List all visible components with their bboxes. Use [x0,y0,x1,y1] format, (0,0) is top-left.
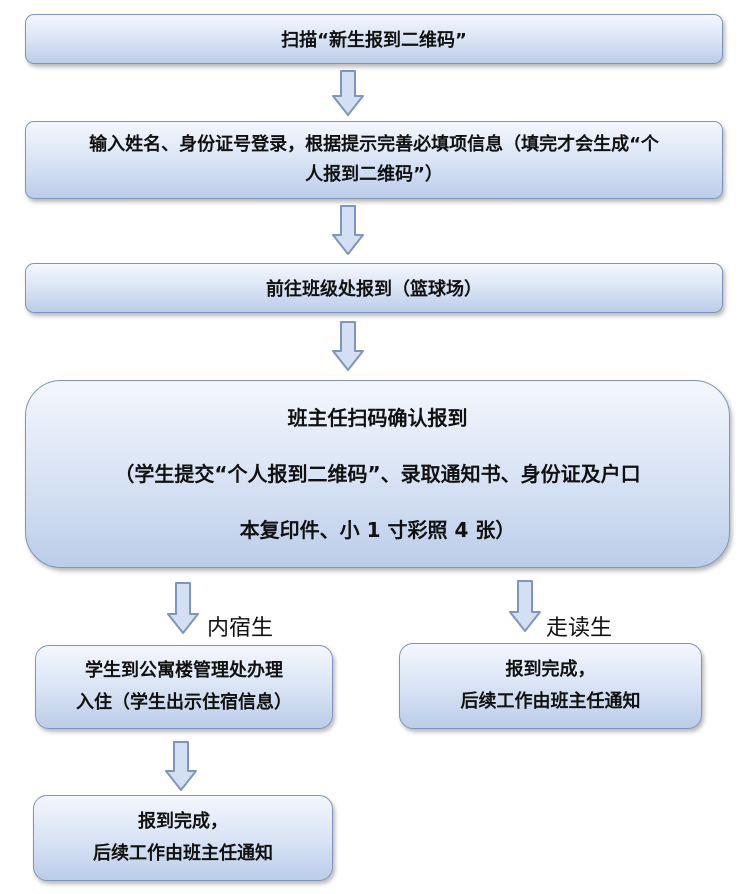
step-dorm-checkin-line1: 学生到公寓楼管理处办理 [85,660,283,681]
step-day-done-line1: 报到完成， [505,659,596,680]
step-go-to-class-box: 前往班级处报到（篮球场） [25,263,723,313]
down-arrow-icon [332,70,364,116]
step-teacher-confirm-title: 班主任扫码确认报到 [287,406,468,430]
down-arrow-icon [509,580,541,632]
step-login-text-line1: 输入姓名、身份证号登录，根据提示完善必填项信息（填完才会生成“个 [89,134,659,155]
step-go-to-class-text: 前往班级处报到（篮球场） [266,279,482,300]
branch-label-boarding: 内宿生 [207,616,274,641]
down-arrow-icon [167,582,199,634]
down-arrow-icon [332,205,364,255]
step-dorm-checkin-box: 学生到公寓楼管理处办理 入住（学生出示住宿信息） [35,645,333,729]
branch-label-day-student: 走读生 [546,616,613,641]
step-day-done-box: 报到完成， 后续工作由班主任通知 [399,643,702,729]
step-boarding-done-box: 报到完成， 后续工作由班主任通知 [33,795,333,881]
step-dorm-checkin-line2: 入住（学生出示住宿信息） [76,692,292,713]
step-scan-qr-box: 扫描“新生报到二维码” [25,14,723,64]
step-teacher-confirm-line2: （学生提交“个人报到二维码”、录取通知书、身份证及户口 [114,462,641,486]
down-arrow-icon [332,321,364,371]
step-teacher-confirm-line3: 本复印件、小 1 寸彩照 4 张） [239,518,516,542]
step-login-text-line2: 人报到二维码”） [305,164,443,185]
step-boarding-done-line1: 报到完成， [138,811,228,832]
down-arrow-icon [165,741,197,791]
step-teacher-confirm-box: 班主任扫码确认报到 （学生提交“个人报到二维码”、录取通知书、身份证及户口 本复… [25,380,730,568]
step-day-done-line2: 后续工作由班主任通知 [460,691,641,712]
step-scan-qr-text: 扫描“新生报到二维码” [281,30,467,51]
step-login-box: 输入姓名、身份证号登录，根据提示完善必填项信息（填完才会生成“个 人报到二维码”… [25,121,723,199]
step-boarding-done-line2: 后续工作由班主任通知 [93,843,273,864]
